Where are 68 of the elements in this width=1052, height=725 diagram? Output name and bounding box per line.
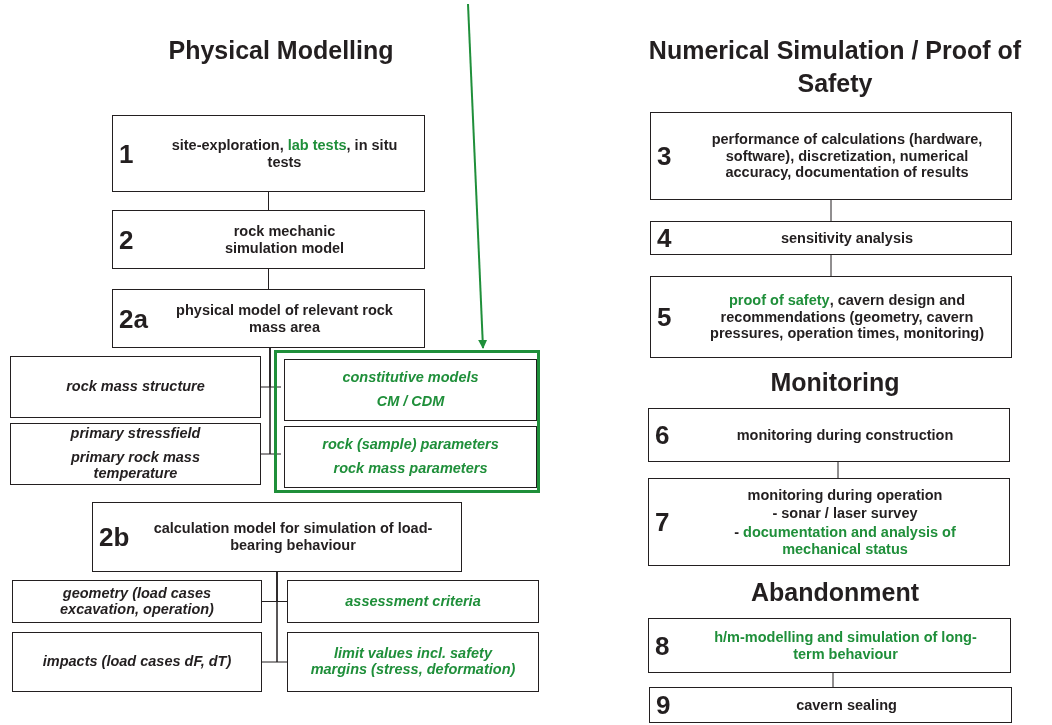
step-number: 8 [655, 632, 670, 659]
step-number: 4 [657, 225, 672, 251]
step-text: monitoring during construction [736, 426, 954, 444]
step-text: monitoring during operation [747, 486, 943, 504]
factor-box [10, 423, 261, 485]
step-text: performance of calculations (hardware, software), discretization, numerical accuracy, documentation of results [710, 131, 984, 181]
factor-text: rock mass parameters [333, 461, 488, 477]
connector-line [832, 672, 834, 688]
factor-box [12, 632, 262, 692]
step-box [648, 618, 1011, 673]
factor-text: CM / CDM [376, 394, 445, 410]
step-number: 9 [656, 692, 671, 718]
step-text: calculation model for simulation of load-bearing behaviour [152, 520, 434, 554]
step-text: - sonar / laser survey [772, 505, 918, 522]
factor-box [10, 356, 261, 418]
connector-line [830, 254, 832, 277]
factor-box [287, 632, 539, 692]
step-box [650, 112, 1012, 200]
section-heading: Monitoring [769, 367, 901, 398]
step-number: 2 [119, 226, 134, 253]
factor-text: rock mass structure [66, 379, 205, 395]
connector-line [268, 191, 269, 211]
step-number: 5 [657, 304, 672, 330]
group-frame [274, 350, 540, 493]
factor-box [12, 580, 262, 623]
factor-box [284, 359, 537, 421]
connector-line [269, 347, 282, 455]
step-text: sensitivity analysis [780, 229, 914, 247]
connector-line [268, 268, 269, 290]
step-text: rock mechanic simulation model [223, 222, 346, 257]
step-text: cavern sealing [796, 696, 897, 714]
step-box [112, 210, 425, 269]
step-number: 6 [655, 422, 670, 448]
step-box [649, 687, 1012, 723]
connector-line [830, 199, 832, 222]
factor-text: assessment criteria [345, 593, 481, 610]
section-heading: Numerical Simulation / Proof of Safety [647, 35, 1023, 99]
step-box [92, 502, 462, 572]
step-text: proof of safety, cavern design and recommendations (geometry, cavern pressures, operation times, monitoring) [709, 292, 985, 342]
factor-text: primary stressfield [70, 426, 201, 443]
step-box [112, 289, 425, 348]
step-text: physical model of relevant rock mass area [175, 301, 394, 336]
step-number: 1 [119, 140, 134, 167]
factor-text: limit values incl. safety margins (stress, deformation) [309, 646, 517, 678]
step-number: 2b [99, 524, 130, 550]
factor-text: rock (sample) parameters [322, 437, 499, 453]
step-box [650, 221, 1012, 255]
step-box [648, 478, 1010, 566]
factor-text: geometry (load cases excavation, operation) [59, 585, 215, 618]
step-number: 2a [119, 305, 148, 332]
connector-line [276, 571, 288, 663]
factor-text: impacts (load cases dF, dT) [42, 654, 232, 670]
step-text: h/m-modelling and simulation of long-term behaviour [713, 628, 978, 663]
step-box [648, 408, 1010, 462]
factor-text: constitutive models [342, 370, 479, 386]
step-number: 3 [657, 143, 672, 169]
step-box [112, 115, 425, 192]
factor-box [284, 426, 537, 488]
arrow [467, 3, 488, 349]
step-box [650, 276, 1012, 358]
section-heading: Abandonment [749, 577, 920, 608]
step-number: 7 [655, 509, 670, 535]
step-text: - documentation and analysis of mechanical status [733, 524, 957, 558]
factor-box [287, 580, 539, 623]
connector-line [837, 461, 839, 479]
step-text: site-exploration, lab tests, in situ tests [170, 136, 399, 171]
factor-text: primary rock mass temperature [69, 450, 201, 482]
section-heading: Physical Modelling [167, 35, 395, 66]
